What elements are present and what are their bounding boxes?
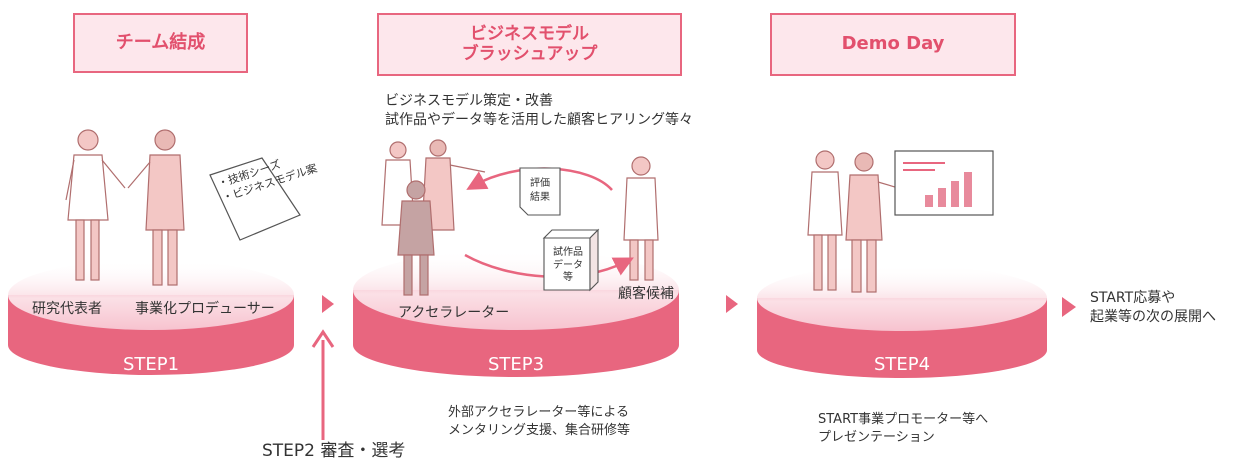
presenter-group	[807, 150, 906, 293]
proposal-paper	[209, 157, 301, 241]
title-demo-day: Demo Day	[770, 13, 1016, 76]
next-step-text: START応募や 起業等の次の展開へ	[1090, 290, 1216, 325]
title-demo-day-text: Demo Day	[841, 33, 945, 55]
presentation-board	[894, 150, 994, 216]
prototype-box-text: 試作品 データ 等	[553, 247, 583, 283]
customer-figure	[623, 156, 659, 281]
next-arrow-3	[1062, 297, 1076, 317]
step3-description: ビジネスモデル策定・改善 試作品やデータ等を活用した顧客ヒアリング等々	[385, 93, 693, 128]
customer-label: 顧客候補	[618, 286, 674, 302]
title-business-brushup-text: ビジネスモデル ブラッシュアップ	[461, 23, 598, 64]
step4-present-text: START事業プロモーター等へ プレゼンテーション	[818, 412, 989, 445]
researcher-label: 研究代表者	[32, 301, 102, 317]
step2-arrow	[311, 329, 335, 440]
title-business-brushup: ビジネスモデル ブラッシュアップ	[377, 13, 682, 76]
step4-label: STEP4	[873, 354, 931, 375]
evaluation-document	[519, 167, 561, 216]
title-team-formation-text: チーム結成	[115, 31, 206, 53]
accelerator-group	[381, 139, 486, 296]
step1-label: STEP1	[122, 354, 180, 375]
evaluation-document-text: 評価 結果	[530, 178, 550, 203]
next-arrow-2	[726, 295, 738, 313]
step2-label: STEP2 審査・選考	[262, 441, 406, 461]
accelerator-label: アクセラレーター	[398, 305, 510, 321]
next-arrow-1	[322, 295, 334, 313]
prototype-box	[542, 228, 600, 292]
step3-label: STEP3	[487, 354, 545, 375]
producer-label: 事業化プロデューサー	[135, 301, 275, 317]
researcher-figure	[65, 129, 126, 281]
title-team-formation: チーム結成	[73, 13, 248, 73]
producer-figure	[127, 129, 185, 286]
step3-support-text: 外部アクセラレーター等による メンタリング支援、集合研修等	[448, 405, 631, 438]
